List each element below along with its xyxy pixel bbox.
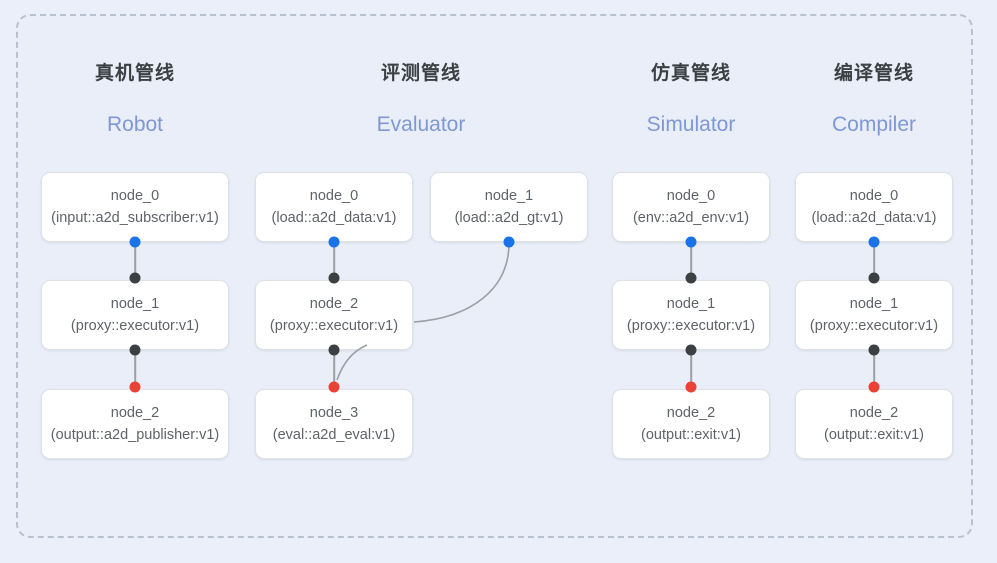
node-compiler-2[interactable]: node_2 (output::exit:v1) [795, 389, 953, 459]
node-id: node_1 [849, 296, 899, 312]
port-output-compiler-1[interactable] [868, 344, 880, 356]
edge-compiler-1-2 [873, 349, 875, 386]
column-subtitle-compiler: Compiler [831, 113, 917, 136]
node-id: node_2 [666, 405, 716, 421]
node-type: (proxy::executor:v1) [269, 318, 399, 334]
port-output-robot-0[interactable] [129, 236, 141, 248]
port-output-compiler-0[interactable] [868, 236, 880, 248]
port-output-evaluator-1[interactable] [503, 236, 515, 248]
column-header-simulator: 仿真管线 Simulator [576, 62, 806, 138]
port-output-evaluator-2[interactable] [328, 344, 340, 356]
column-subtitle-simulator: Simulator [646, 113, 736, 136]
node-evaluator-1[interactable]: node_1 (load::a2d_gt:v1) [430, 172, 588, 242]
node-id: node_2 [849, 405, 899, 421]
column-subtitle-robot: Robot [106, 113, 164, 136]
node-type: (proxy::executor:v1) [809, 318, 939, 334]
node-type: (proxy::executor:v1) [626, 318, 756, 334]
node-robot-0[interactable]: node_0 (input::a2d_subscriber:v1) [41, 172, 229, 242]
node-evaluator-3[interactable]: node_3 (eval::a2d_eval:v1) [255, 389, 413, 459]
node-id: node_0 [309, 188, 359, 204]
node-compiler-1[interactable]: node_1 (proxy::executor:v1) [795, 280, 953, 350]
node-id: node_0 [849, 188, 899, 204]
node-type: (env::a2d_env:v1) [632, 210, 750, 226]
column-title-evaluator: 评测管线 [380, 63, 461, 84]
edge-evaluator-0-2 [333, 241, 335, 278]
node-evaluator-0[interactable]: node_0 (load::a2d_data:v1) [255, 172, 413, 242]
node-id: node_2 [110, 405, 160, 421]
port-input-evaluator-3[interactable] [328, 381, 340, 393]
column-title-compiler: 编译管线 [833, 63, 914, 84]
edge-simulator-0-1 [690, 241, 692, 278]
column-header-compiler: 编译管线 Compiler [759, 62, 989, 138]
port-output-evaluator-0[interactable] [328, 236, 340, 248]
node-id: node_0 [666, 188, 716, 204]
column-title-robot: 真机管线 [94, 63, 175, 84]
node-id: node_1 [666, 296, 716, 312]
node-type: (load::a2d_data:v1) [271, 210, 397, 226]
column-title-simulator: 仿真管线 [650, 63, 731, 84]
node-id: node_1 [110, 296, 160, 312]
port-output-robot-1[interactable] [129, 344, 141, 356]
node-type: (load::a2d_data:v1) [811, 210, 937, 226]
port-input-robot-1[interactable] [129, 272, 141, 284]
node-type: (output::exit:v1) [641, 427, 741, 443]
edge-robot-0-1 [134, 241, 136, 278]
node-type: (eval::a2d_eval:v1) [272, 427, 396, 443]
port-input-compiler-1[interactable] [868, 272, 880, 284]
node-type: (output::a2d_publisher:v1) [50, 427, 220, 443]
port-input-compiler-2[interactable] [868, 381, 880, 393]
port-input-simulator-2[interactable] [685, 381, 697, 393]
column-header-evaluator: 评测管线 Evaluator [306, 62, 536, 138]
node-type: (input::a2d_subscriber:v1) [51, 210, 219, 226]
edge-evaluator-2-3 [333, 349, 335, 386]
edge-compiler-0-1 [873, 241, 875, 278]
node-type: (load::a2d_gt:v1) [454, 210, 564, 226]
node-id: node_2 [309, 296, 359, 312]
node-type: (proxy::executor:v1) [70, 318, 200, 334]
node-simulator-1[interactable]: node_1 (proxy::executor:v1) [612, 280, 770, 350]
node-type: (output::exit:v1) [824, 427, 924, 443]
port-input-robot-2[interactable] [129, 381, 141, 393]
node-robot-2[interactable]: node_2 (output::a2d_publisher:v1) [41, 389, 229, 459]
port-output-simulator-1[interactable] [685, 344, 697, 356]
node-robot-1[interactable]: node_1 (proxy::executor:v1) [41, 280, 229, 350]
port-input-simulator-1[interactable] [685, 272, 697, 284]
node-id: node_1 [484, 188, 534, 204]
column-header-robot: 真机管线 Robot [20, 62, 250, 138]
port-output-simulator-0[interactable] [685, 236, 697, 248]
node-id: node_0 [110, 188, 160, 204]
port-input-evaluator-2[interactable] [328, 272, 340, 284]
node-simulator-0[interactable]: node_0 (env::a2d_env:v1) [612, 172, 770, 242]
edge-robot-1-2 [134, 349, 136, 386]
node-evaluator-2[interactable]: node_2 (proxy::executor:v1) [255, 280, 413, 350]
edge-simulator-1-2 [690, 349, 692, 386]
node-compiler-0[interactable]: node_0 (load::a2d_data:v1) [795, 172, 953, 242]
node-id: node_3 [309, 405, 359, 421]
node-simulator-2[interactable]: node_2 (output::exit:v1) [612, 389, 770, 459]
column-subtitle-evaluator: Evaluator [376, 113, 466, 136]
